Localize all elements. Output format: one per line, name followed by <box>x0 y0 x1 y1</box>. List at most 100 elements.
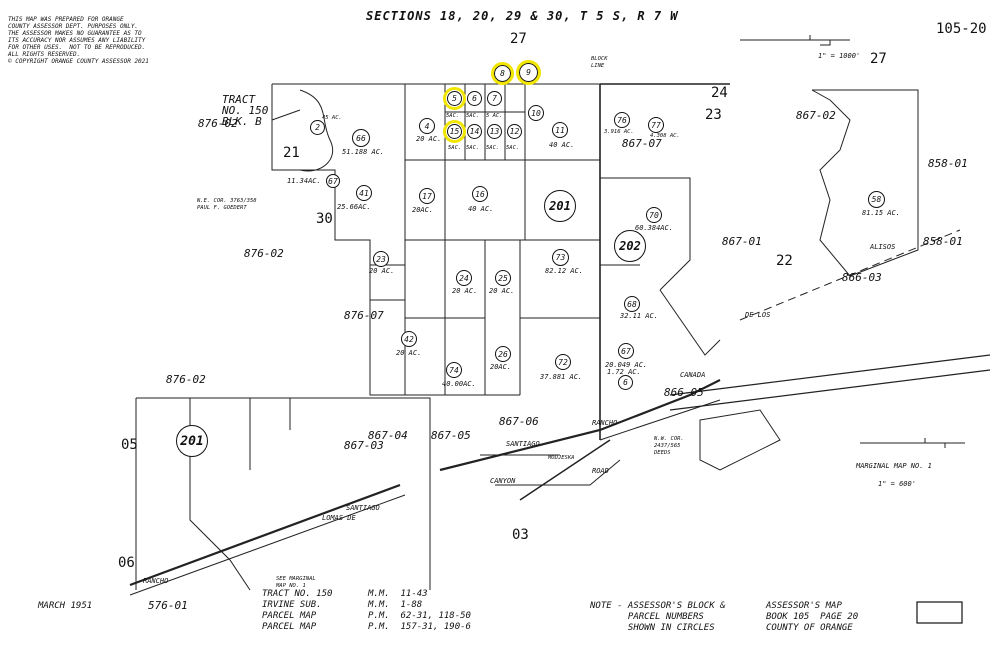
parcel-circle[interactable]: 202 <box>614 230 646 262</box>
parcel-circle[interactable]: 41 <box>356 185 372 201</box>
parcel-acreage: 51.188 AC. <box>342 148 385 156</box>
section-24: 24 <box>711 85 728 101</box>
parcel-circle[interactable]: 77 <box>648 117 664 133</box>
parcel-circle[interactable]: 16 <box>472 186 488 202</box>
see-marginal-label: SEE MARGINAL MAP NO. 1 <box>276 576 316 589</box>
parcel-circle[interactable]: 7 <box>487 91 502 106</box>
parcel-acreage: 82.12 AC. <box>545 267 583 275</box>
block-876-02-top: 876-02 <box>198 117 238 130</box>
block-867-03: 867-03 <box>344 439 384 452</box>
parcel-circle[interactable]: 25 <box>495 270 511 286</box>
parcel-circle[interactable]: 70 <box>646 207 662 223</box>
parcel-acreage: 45 AC. <box>322 115 342 121</box>
section-30: 30 <box>316 211 333 227</box>
road-rancho: RANCHO <box>592 419 618 427</box>
parcel-circle[interactable]: 76 <box>614 112 630 128</box>
parcel-acreage: 5 AC. <box>486 113 503 119</box>
block-867-04: 867-04 <box>368 429 408 442</box>
parcel-circle[interactable]: 12 <box>507 124 522 139</box>
parcel-circle[interactable]: 42 <box>401 331 417 347</box>
parcel-circle[interactable]: 26 <box>495 346 511 362</box>
note-text: NOTE - ASSESSOR'S BLOCK & PARCEL NUMBERS… <box>590 601 726 633</box>
parcel-acreage: 11.34AC. <box>287 177 321 185</box>
parcel-circle[interactable]: 67 <box>618 343 634 359</box>
parcel-circle[interactable]: 58 <box>868 191 885 208</box>
parcel-circle[interactable]: 73 <box>552 249 569 266</box>
block-867-05: 867-05 <box>431 429 471 442</box>
assessor-ref: ASSESSOR'S MAP BOOK 105 PAGE 20 COUNTY O… <box>766 601 859 633</box>
parcel-acreage: 5AC. <box>466 145 480 151</box>
block-867-02: 867-02 <box>796 109 836 122</box>
parcel-circle[interactable]: 17 <box>419 188 435 204</box>
parcel-acreage: 25.66AC. <box>337 203 371 211</box>
road-canyon: CANYON <box>490 477 516 485</box>
parcel-acreage: 20 AC. <box>369 267 395 275</box>
road-santiago-lower: SANTIAGO <box>346 504 380 512</box>
highlight-ring <box>443 87 466 110</box>
parcel-circle[interactable]: 2 <box>310 120 325 135</box>
parcel-circle[interactable]: 201 <box>544 190 576 222</box>
parcel-acreage: 20 AC. <box>489 287 515 295</box>
block-866-03: 866-03 <box>842 271 882 284</box>
parcel-circle[interactable]: 24 <box>456 270 472 286</box>
parcel-circle[interactable]: 10 <box>528 105 544 121</box>
section-23: 23 <box>705 107 722 123</box>
block-867-07: 867-07 <box>622 137 662 150</box>
references-left: TRACT NO. 150 IRVINE SUB. PARCEL MAP PAR… <box>262 589 333 632</box>
section-03: 03 <box>512 527 529 543</box>
parcel-acreage: 5AC. <box>446 113 460 119</box>
scale-main: 1" = 1000' <box>818 52 861 60</box>
parcel-acreage: 20AC. <box>490 363 512 371</box>
road-lomas-de: LOMAS DE <box>322 514 356 522</box>
parcel-acreage: 20AC. <box>412 206 434 214</box>
section-22: 22 <box>776 253 793 269</box>
block-line-label: BLOCK LINE <box>591 56 608 69</box>
parcel-acreage: 37.881 AC. <box>540 373 583 381</box>
parcel-circle[interactable]: 72 <box>555 354 571 370</box>
parcel-acreage: 5AC. <box>486 145 500 151</box>
nw-corner-label: N.W. COR. 2437/565 DEEDS <box>654 436 684 456</box>
parcel-acreage: 81.15 AC. <box>862 209 900 217</box>
parcel-acreage: 20.049 AC. <box>605 361 648 369</box>
parcel-circle[interactable]: 66 <box>352 129 370 147</box>
parcel-circle[interactable]: 6 <box>618 375 633 390</box>
parcel-circle[interactable]: 4 <box>419 118 435 134</box>
parcel-acreage: 3.916 AC. <box>604 129 634 135</box>
parcel-acreage: 4.308 AC. <box>650 133 680 139</box>
parcel-circle[interactable]: 11 <box>552 122 568 138</box>
road-rancho-lower: RANCHO <box>143 577 169 585</box>
parcel-circle[interactable]: 13 <box>487 124 502 139</box>
map-title: SECTIONS 18, 20, 29 & 30, T 5 S, R 7 W <box>366 9 679 23</box>
parcel-circle[interactable]: 23 <box>373 251 389 267</box>
section-05: 05 <box>121 437 138 453</box>
parcel-circle[interactable]: 74 <box>446 362 462 378</box>
parcel-acreage: 20 AC. <box>396 349 422 357</box>
parcel-acreage: 32.11 AC. <box>620 312 658 320</box>
highlight-ring <box>443 120 466 143</box>
parcel-circle[interactable]: 6 <box>467 91 482 106</box>
legend-box <box>917 602 962 623</box>
parcel-circle-201-lower[interactable]: 201 <box>176 425 208 457</box>
map-date: MARCH 1951 <box>38 601 93 611</box>
road-road: ROAD <box>592 467 609 475</box>
tract-label: TRACT NO. 150 BLK. B <box>222 93 269 128</box>
section-06: 06 <box>118 555 135 571</box>
section-21: 21 <box>283 145 300 161</box>
block-876-02-lower: 876-02 <box>166 373 206 386</box>
parcel-acreage: 60.384AC. <box>635 224 673 232</box>
road-modjeska: MODJESKA <box>548 455 575 461</box>
block-866-05: 866-05 <box>664 386 704 399</box>
parcel-circle[interactable]: 67 <box>326 174 340 188</box>
highlight-ring <box>516 60 541 85</box>
block-876-02-mid: 876-02 <box>244 247 284 260</box>
parcel-acreage: 5AC. <box>448 145 462 151</box>
parcel-acreage: 40 AC. <box>549 141 575 149</box>
references-mid: M.M. 11-43 M.M. 1-88 P.M. 62-31, 118-50 … <box>368 589 471 632</box>
section-27-right: 27 <box>870 51 887 67</box>
section-27-top: 27 <box>510 31 527 47</box>
block-576-01: 576-01 <box>148 599 188 612</box>
parcel-acreage: 5AC. <box>506 145 520 151</box>
parcel-circle[interactable]: 14 <box>467 124 482 139</box>
parcel-circle[interactable]: 68 <box>624 296 640 312</box>
